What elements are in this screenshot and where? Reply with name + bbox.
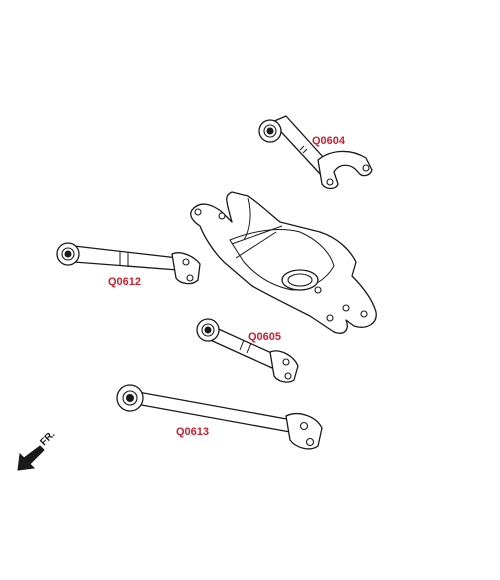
- label-q0612: Q0612: [108, 276, 141, 288]
- label-q0605: Q0605: [248, 331, 281, 343]
- arm-q0605: [196, 318, 299, 383]
- arm-q0612: [56, 242, 201, 285]
- front-label: FR.: [38, 429, 57, 448]
- arm-q0604: [258, 115, 373, 190]
- label-q0604: Q0604: [312, 135, 346, 147]
- label-q0613: Q0613: [176, 426, 209, 438]
- lower-control-arm: [190, 191, 377, 334]
- arm-q0613: [116, 384, 323, 450]
- front-direction-indicator: FR.: [17, 429, 58, 471]
- arrow-down-left-icon: [17, 445, 45, 471]
